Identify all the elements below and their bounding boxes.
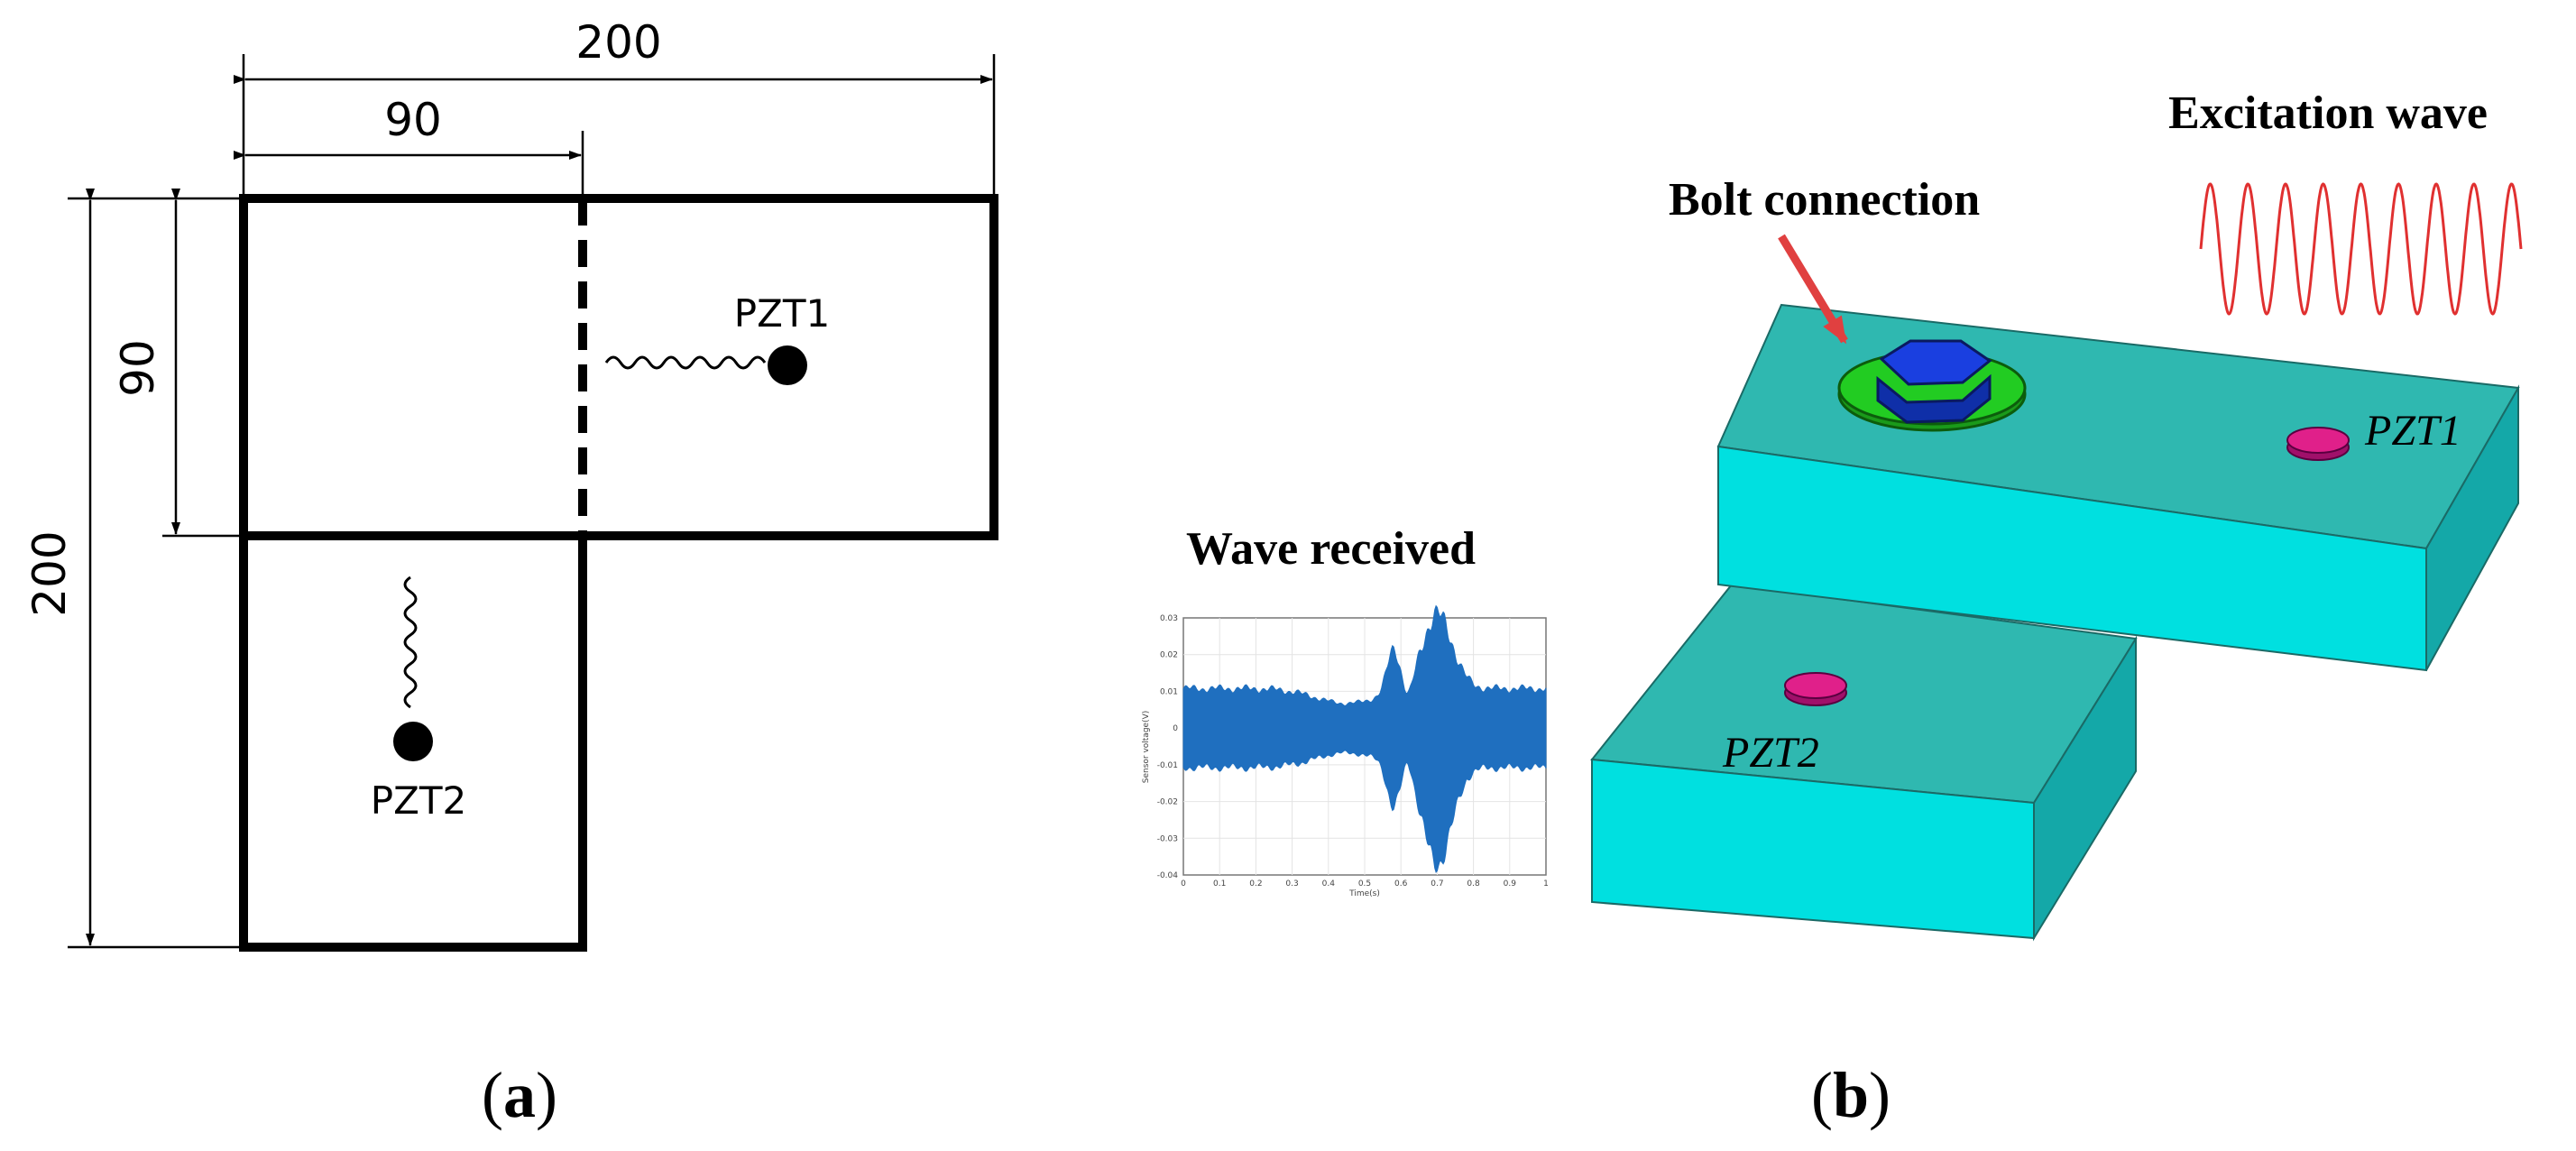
bolt-assembly	[1837, 339, 2027, 432]
plot-y-tick-label: -0.01	[1157, 761, 1178, 770]
pzt2-label: PZT2	[371, 778, 466, 823]
pzt1-disc	[2286, 427, 2350, 461]
pzt1-label-3d: PZT1	[2364, 407, 2461, 455]
plot-x-tick-label: 0.9	[1504, 879, 1517, 889]
received-wave-signal	[1182, 604, 1547, 874]
panel-b-label: (b)	[1811, 1059, 1891, 1131]
plot-y-tick-label: -0.02	[1157, 798, 1178, 807]
dim-label-200-left: 200	[23, 530, 76, 616]
panel-a-label: (a)	[482, 1059, 557, 1131]
top-plate	[239, 194, 998, 540]
bottom-plate	[239, 531, 587, 952]
plot-x-tick-label: 0.6	[1394, 879, 1408, 889]
dim-label-90-top: 90	[384, 94, 442, 146]
plot-x-tick-label: 0.7	[1431, 879, 1443, 889]
hex-nut-top	[1879, 339, 1992, 386]
plot-ylabel: Sensor voltage(V)	[1142, 711, 1151, 784]
pzt1-sensor-dot	[768, 345, 807, 385]
plot-x-tick-label: 1	[1543, 879, 1549, 889]
l-plate-outline	[239, 194, 998, 952]
plot-x-tick-label: 0.8	[1467, 879, 1480, 889]
pzt2-wave-icon	[403, 576, 418, 709]
plot-x-tick-label: 0.5	[1358, 879, 1371, 889]
pzt2-label-3d: PZT2	[1722, 729, 1819, 777]
plot-y-tick-label: 0.03	[1160, 614, 1178, 623]
plot-y-tick-label: -0.03	[1157, 834, 1178, 843]
upper-plate-side-face	[2425, 384, 2519, 671]
pzt2-disc	[1784, 672, 1847, 706]
excitation-wave-label: Excitation wave	[2168, 87, 2488, 139]
plot-x-tick-label: 0.4	[1322, 879, 1336, 889]
pzt1-label: PZT1	[734, 291, 830, 336]
plot-y-tick-label: -0.04	[1157, 871, 1179, 880]
dim-label-90-left: 90	[112, 339, 164, 397]
plot-x-tick-label: 0.2	[1249, 879, 1262, 889]
plot-y-ticks: 0.03 0.02 0.01 0 -0.01 -0.02 -0.03 -0.04	[1157, 614, 1179, 880]
plot-x-ticks: 0 0.1 0.2 0.3 0.4 0.5 0.6 0.7 0.8 0.9 1	[1181, 879, 1549, 889]
excitation-wave-signal	[2199, 182, 2523, 316]
pzt2-sensor-dot	[393, 722, 433, 761]
plot-xlabel: Time(s)	[1348, 889, 1380, 898]
plot-x-tick-label: 0	[1181, 879, 1186, 889]
bolt-pointer-arrow	[1778, 234, 1848, 345]
plot-y-tick-label: 0.02	[1160, 651, 1178, 660]
lower-plate-side-face	[2033, 635, 2137, 942]
panel-b: PZT1 PZT2 Bolt connection Excitation wav…	[1142, 87, 2523, 1131]
plot-y-tick-label: 0	[1173, 724, 1178, 733]
hex-nut-side	[1876, 373, 1992, 424]
plot-x-tick-label: 0.3	[1285, 879, 1298, 889]
plot-x-tick-label: 0.1	[1213, 879, 1226, 889]
received-wave-plot: 0.03 0.02 0.01 0 -0.01 -0.02 -0.03 -0.04 0 0.1 0.…	[1142, 604, 1549, 898]
pzt1-wave-icon	[604, 355, 767, 370]
bolt-connection-label: Bolt connection	[1669, 174, 1980, 226]
plot-y-tick-label: 0.01	[1160, 687, 1178, 696]
lower-plate-3d	[1590, 583, 2138, 942]
dim-label-200-top: 200	[575, 16, 661, 69]
wave-received-label: Wave received	[1186, 523, 1476, 575]
panel-a: 200 90 200 90 PZT1 PZT2 (a)	[23, 16, 998, 1131]
dimension-lines	[68, 54, 996, 949]
